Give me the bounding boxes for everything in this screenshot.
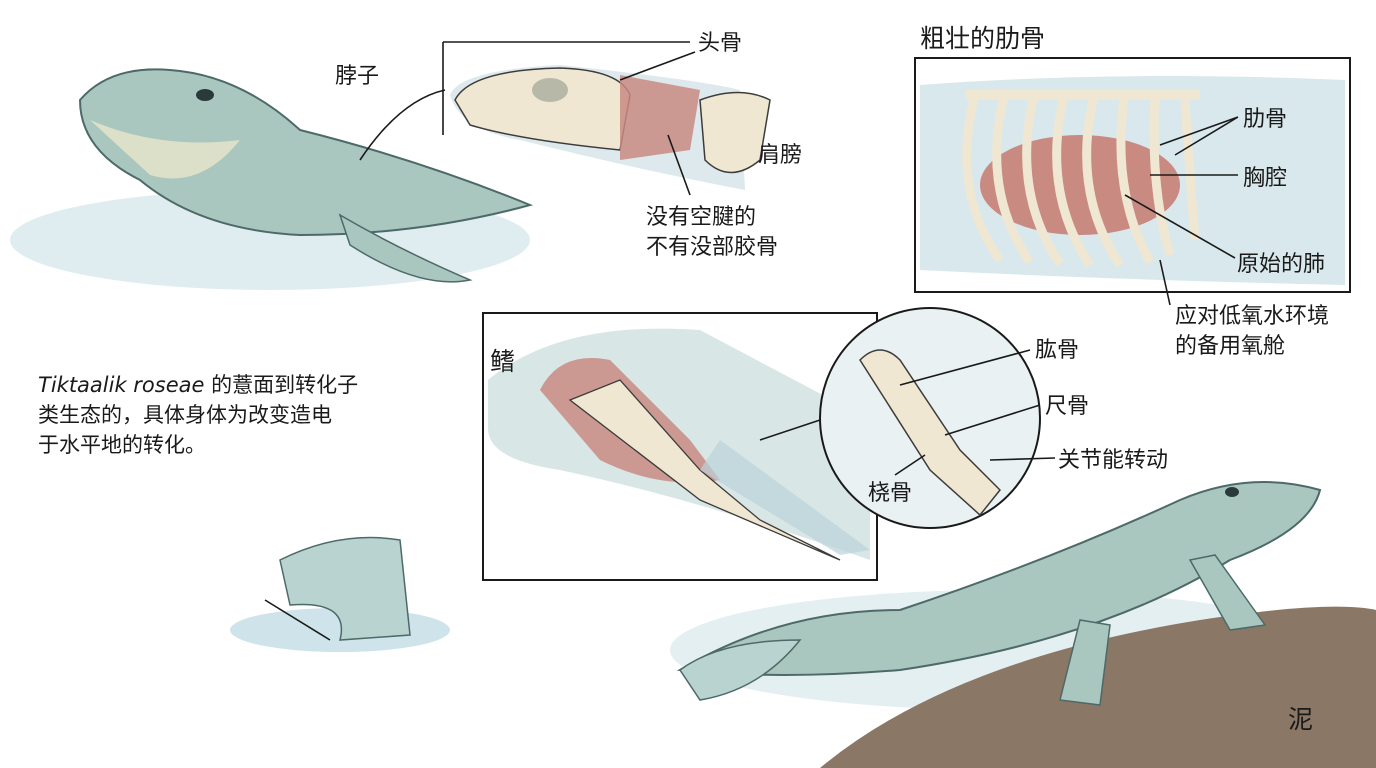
label-mud: 泥 bbox=[1288, 705, 1313, 734]
tiktaalik-walking bbox=[670, 481, 1376, 768]
label-humerus: 肱骨 bbox=[1035, 338, 1079, 363]
fin-panel bbox=[482, 312, 878, 581]
description-text: Tiktaalik roseae 的薏面到转化子 类生态的，具体身体为改变造电 … bbox=[38, 370, 438, 460]
label-radius: 桡骨 bbox=[868, 481, 912, 506]
forelimb-detail bbox=[759, 307, 1056, 529]
label-fin: 鳍 bbox=[490, 347, 515, 376]
description-line-1: 的薏面到转化子 bbox=[204, 373, 359, 397]
ribcage-panel bbox=[914, 57, 1351, 306]
label-oxygen-1: 应对低氧水环境 bbox=[1175, 304, 1329, 329]
skull-inset bbox=[359, 41, 771, 196]
description-line-3: 于水平地的转化。 bbox=[38, 433, 206, 457]
label-shoulder: 肩膀 bbox=[758, 143, 802, 168]
label-neck: 脖子 bbox=[335, 64, 379, 89]
label-ulna: 尺骨 bbox=[1045, 394, 1089, 419]
label-skull: 头骨 bbox=[698, 31, 742, 56]
label-no-marrow-1: 没有空腱的 bbox=[646, 205, 756, 230]
label-no-marrow-2: 不有没部胶骨 bbox=[646, 235, 778, 260]
description-line-2: 类生态的，具体身体为改变造电 bbox=[38, 403, 332, 427]
label-ribs: 肋骨 bbox=[1243, 107, 1287, 132]
species-name: Tiktaalik roseae bbox=[38, 373, 205, 397]
label-chest: 胸腔 bbox=[1243, 166, 1287, 191]
fin-in-water bbox=[230, 536, 450, 652]
label-lung: 原始的肺 bbox=[1237, 252, 1325, 277]
ribs-title: 粗壮的肋骨 bbox=[920, 24, 1045, 53]
tiktaalik-swimming bbox=[78, 68, 534, 283]
label-oxygen-2: 的备用氧舱 bbox=[1175, 334, 1285, 359]
label-joint: 关节能转动 bbox=[1058, 448, 1168, 473]
